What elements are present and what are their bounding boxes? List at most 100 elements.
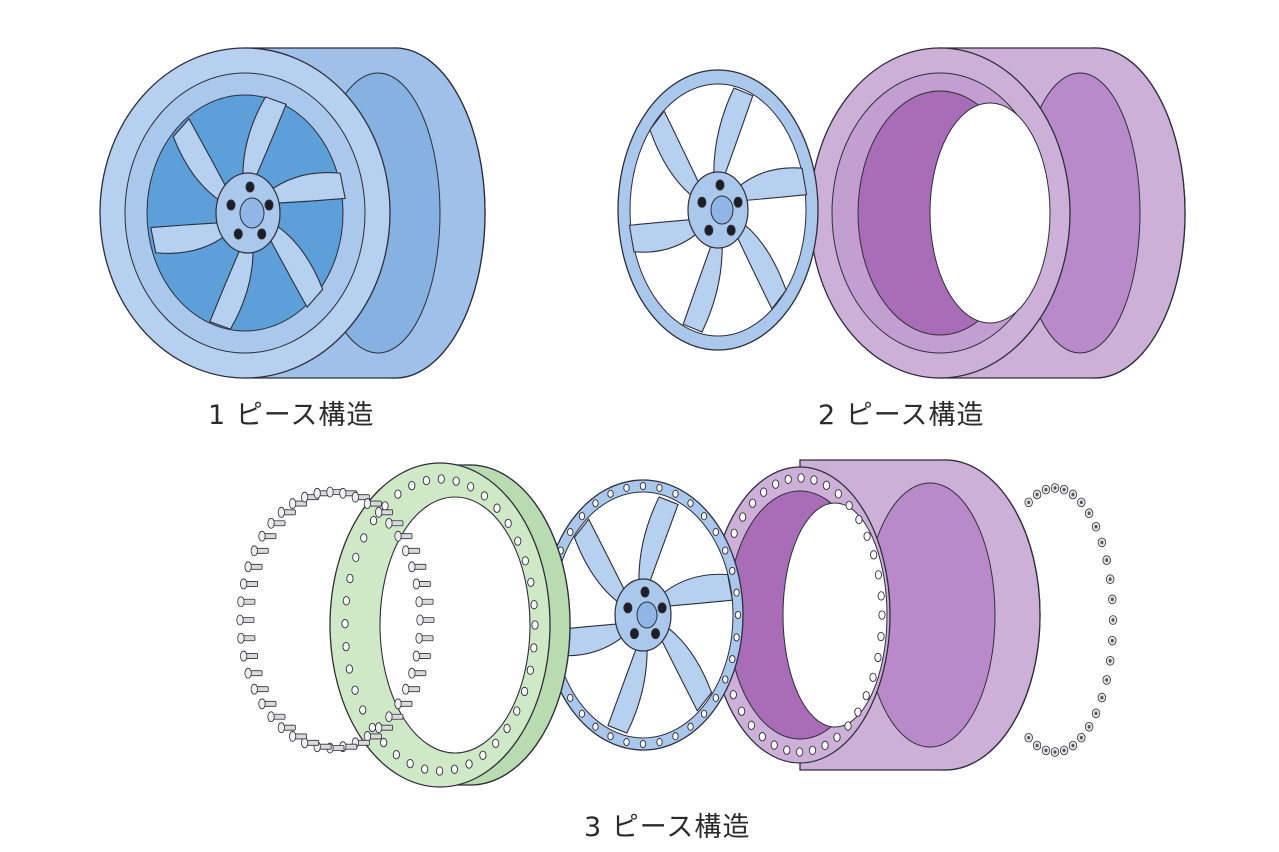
bolt-hole [346,573,354,584]
lug-hole [726,224,736,236]
bolt-hole [623,483,630,493]
bolt-hole [639,481,647,491]
nut-icon [1032,489,1042,500]
rear-nut-ring [1024,483,1118,757]
bolt-hole [342,596,350,606]
caption-two-piece: 2 ピース構造 [818,400,985,431]
bolt-icon [416,614,435,626]
bolt-icon [375,722,394,734]
spoke [607,639,648,734]
bolt-hole [821,740,829,751]
lug-hole [704,224,714,236]
bolt-hole [493,503,501,513]
bolt-icon [237,596,256,608]
nut-icon [1108,635,1117,646]
nut-icon [1024,732,1033,743]
bolt-icon [408,667,427,679]
bolt-hole [352,552,360,563]
bolt-icon [244,561,263,573]
spoke [657,622,713,712]
bolt-hole [734,610,742,620]
bolt-hole [739,512,747,522]
nut-icon [1077,732,1086,743]
bolt-icon [415,632,434,644]
bolt-hole [341,619,349,629]
bolt-icon [240,578,259,590]
bolt-hole [729,690,737,700]
bolt-hole [527,577,535,587]
bolt-hole [480,491,488,501]
bolt-hole [700,709,708,718]
caption-three-piece: 3 ピース構造 [584,812,751,843]
bolt-hole [345,664,354,674]
bolt-hole [592,499,599,508]
bolt-hole [526,665,534,675]
bolt-hole [783,745,791,755]
lug-hole [245,181,255,193]
bolt-hole [874,652,882,663]
bolt-hole [521,556,529,566]
bolt-hole [380,737,388,748]
bolt-hole [656,737,663,747]
bolt-hole [863,531,871,541]
bolt-icon [408,561,427,573]
bolt-icon [250,683,269,695]
nut-icon [1091,521,1101,532]
bolt-hole [369,515,378,526]
bolt-icon [289,731,308,742]
spoke [209,241,254,330]
lug-hole [233,228,243,240]
bolt-icon [402,545,421,557]
bolt-hole [422,475,430,486]
lug-holes [697,179,743,236]
bolt-hole [877,591,885,601]
bolt-hole [712,693,719,702]
lug-hole [629,628,639,640]
bolt-hole [770,740,778,750]
lug-hole [226,199,236,211]
bolt-hole [877,631,885,642]
bolt-icon [394,530,413,542]
lug-hole [264,199,274,211]
nut-icon [1041,745,1051,756]
nut-icon [1105,574,1115,585]
bolt-hole [452,476,460,486]
bolt-hole [784,474,792,485]
bolt-icon [351,491,370,503]
bolt-icon [394,698,413,710]
bolt-icon [363,498,382,509]
bolt-hole [874,570,883,580]
bolt-hole [758,732,766,742]
bolt-icon [267,517,286,529]
bolt-hole [772,479,780,489]
nut-icon [1084,508,1094,519]
nut-icon [1068,489,1078,500]
front-bolt-ring [236,486,435,754]
bolt-hole [808,745,817,756]
bolt-hole [504,518,512,529]
three-piece-wheel [236,459,1118,788]
nut-icon [1108,594,1117,605]
spoke [638,496,679,591]
bolt-icon [375,506,394,518]
center-bore [710,195,734,225]
bolt-hole [797,473,805,483]
bolt-hole [729,566,736,575]
one-piece-wheel [99,47,486,379]
caption-one-piece: 1 ピース構造 [208,400,375,431]
bolt-hole [520,686,529,697]
bolt-hole [855,515,863,525]
nut-icon [1032,740,1042,751]
bolt-hole [406,758,414,769]
spoke [713,87,754,184]
two-piece-wheel [617,47,1186,379]
bolt-icon [301,737,320,749]
bolt-hole [722,546,729,555]
bolt-hole [578,709,586,718]
nut-icon [1102,555,1111,565]
lug-hole [697,196,707,208]
spoke-group [628,87,808,333]
bolt-hole [450,764,459,774]
spoke [265,172,346,205]
